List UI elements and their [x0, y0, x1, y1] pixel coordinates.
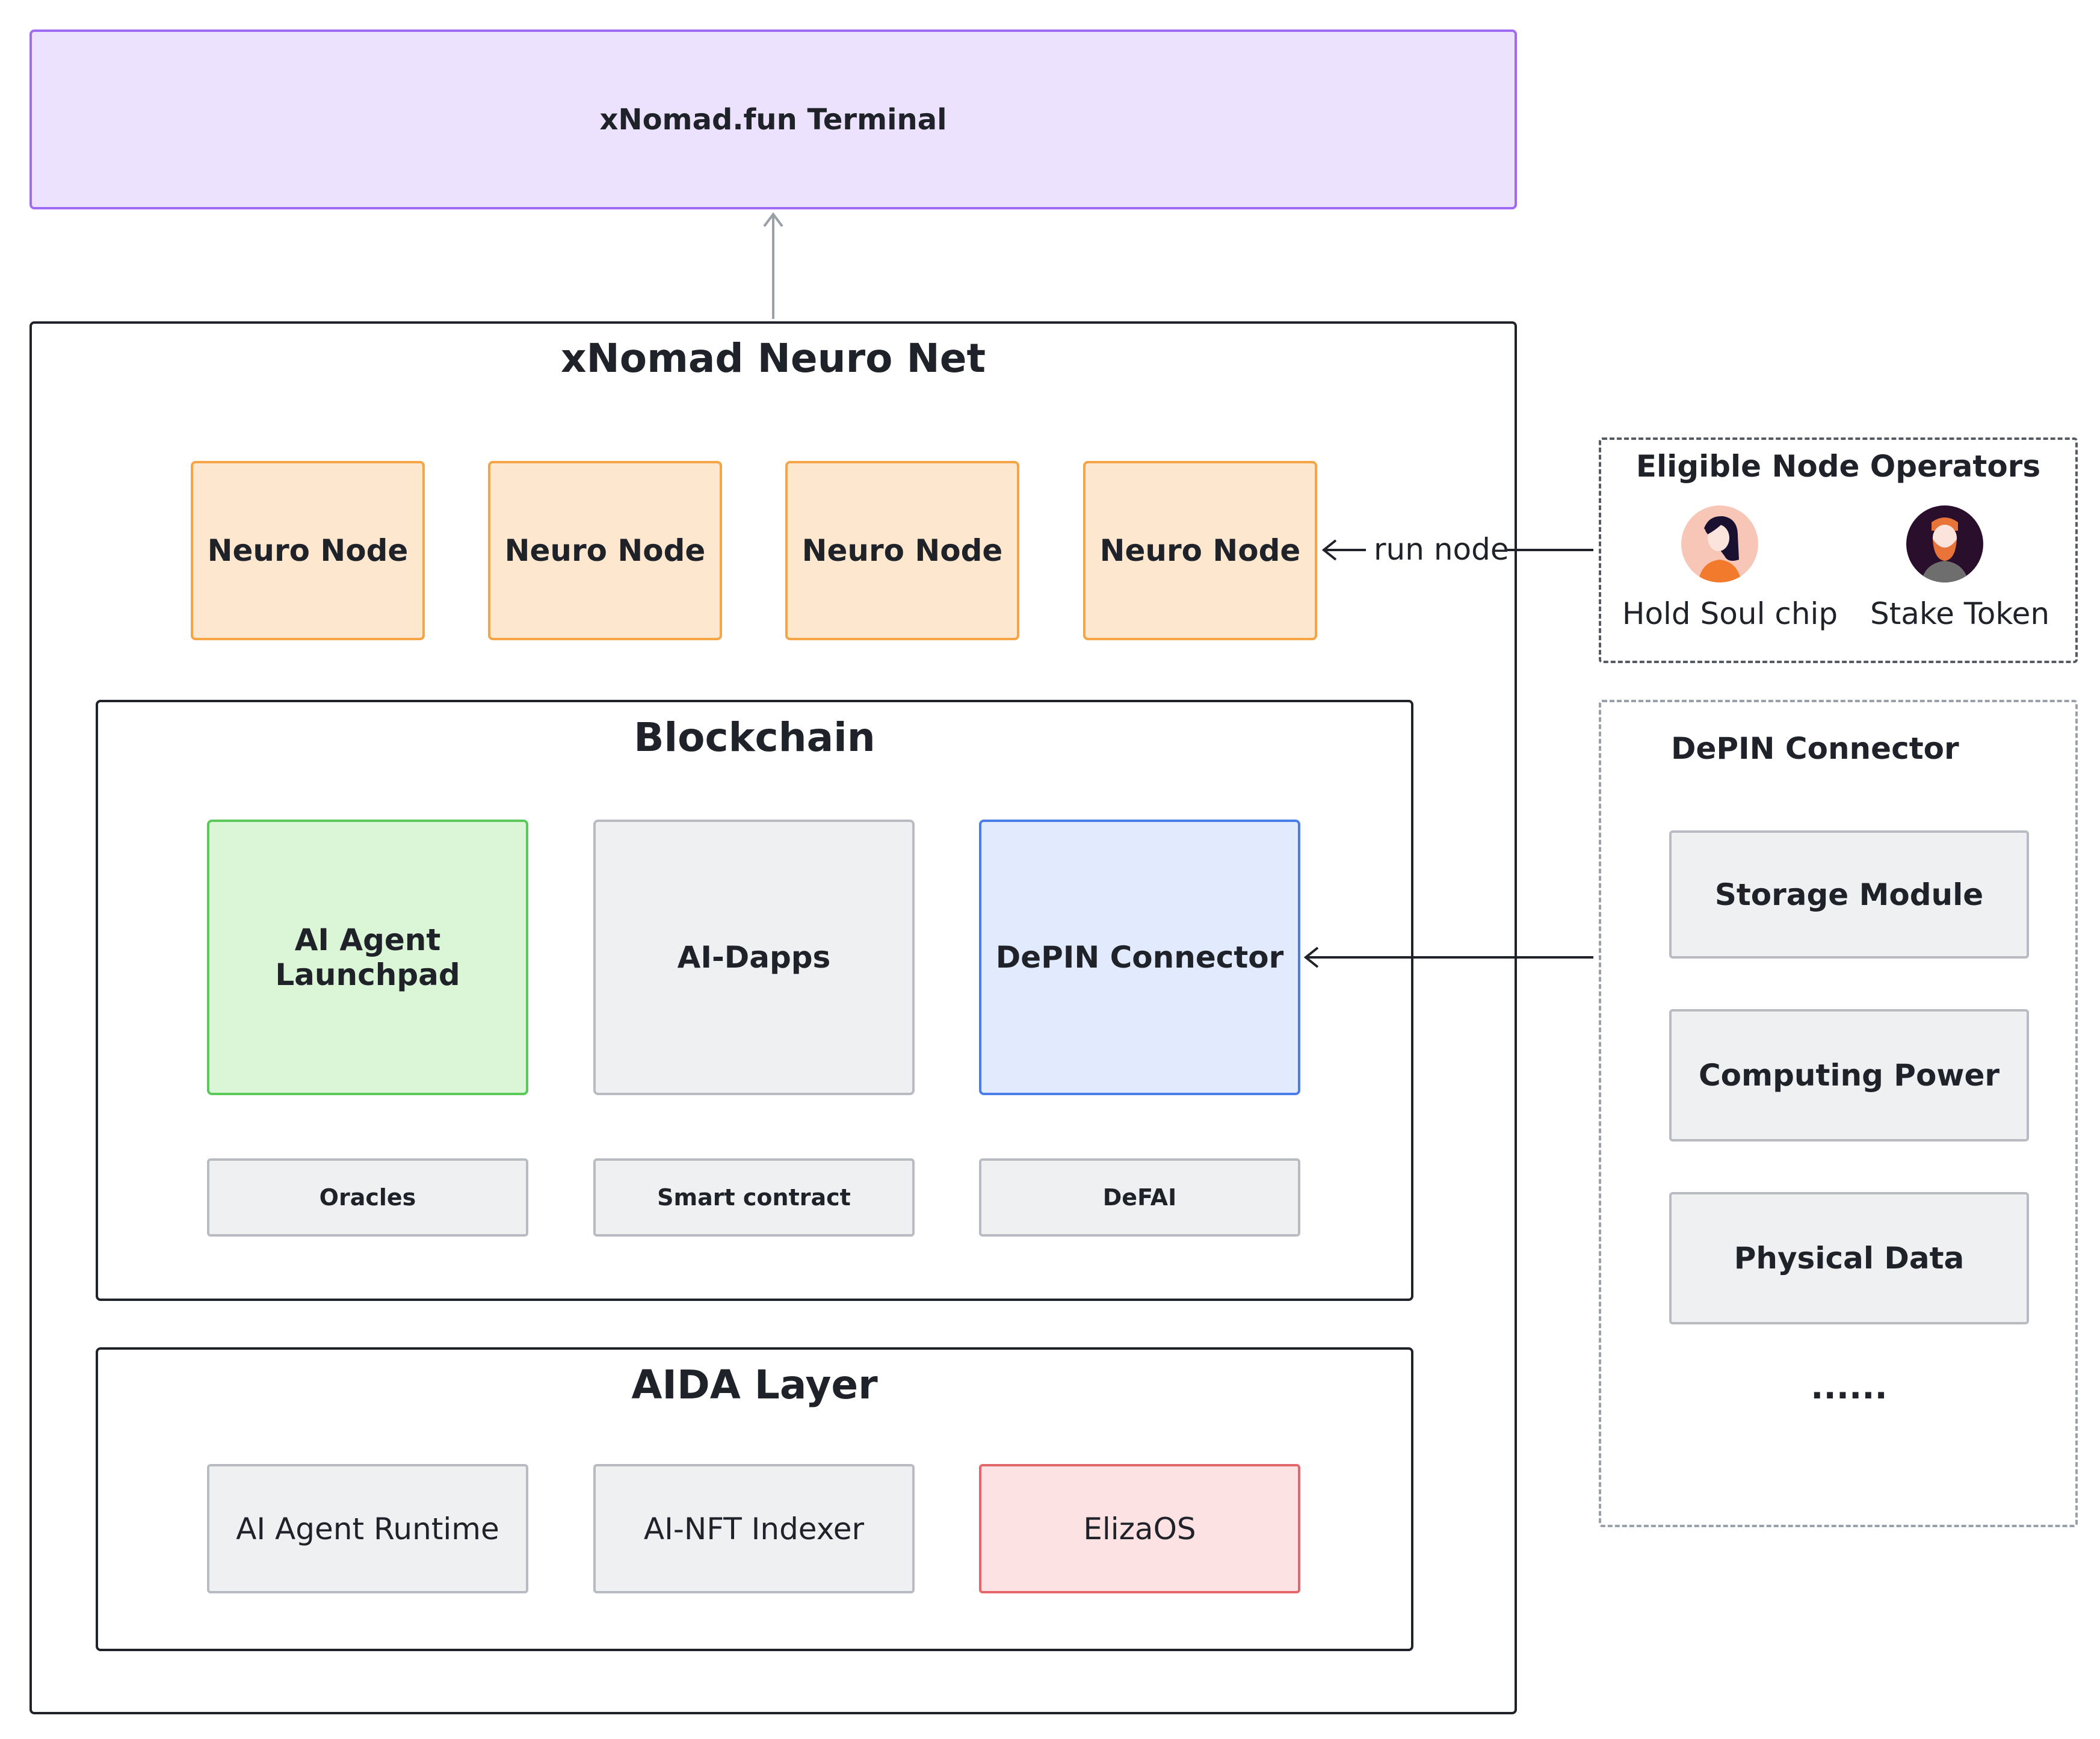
defai-card: DeFAI	[979, 1158, 1300, 1237]
woman-avatar-icon	[1681, 505, 1758, 582]
terminal-box: xNomad.fun Terminal	[29, 29, 1517, 209]
run-node-label: run node	[1374, 532, 1509, 567]
oracles-card: Oracles	[207, 1158, 528, 1237]
neuro-net-title: xNomad Neuro Net	[560, 335, 986, 381]
computing-power-card: Computing Power	[1669, 1009, 2029, 1141]
physical-data-card: Physical Data	[1669, 1192, 2029, 1324]
elizaos-card: ElizaOS	[979, 1464, 1300, 1593]
depin-connector-card: DePIN Connector	[979, 820, 1300, 1095]
smart-contract-card: Smart contract	[593, 1158, 915, 1237]
neuro-node-2: Neuro Node	[488, 461, 722, 640]
aida-layer-section	[96, 1347, 1413, 1651]
eligible-operators-box	[1599, 437, 2078, 663]
terminal-title: xNomad.fun Terminal	[599, 102, 947, 137]
stake-token-label: Stake Token	[1870, 596, 2050, 631]
depin-connector-arrowhead	[1303, 947, 1319, 968]
bearded-man-avatar-icon	[1906, 505, 1983, 582]
neuro-net-container	[29, 321, 1517, 1714]
blockchain-section	[96, 700, 1413, 1301]
depin-more-ellipsis: ......	[1811, 1367, 1888, 1407]
ai-agent-runtime-card: AI Agent Runtime	[207, 1464, 528, 1593]
aida-layer-title: AIDA Layer	[631, 1361, 878, 1408]
blockchain-title: Blockchain	[634, 714, 876, 761]
net-to-terminal-arrowhead	[763, 212, 783, 227]
ai-dapps-card: AI-Dapps	[593, 820, 915, 1095]
run-node-arrowhead	[1321, 539, 1337, 561]
ai-nft-indexer-card: AI-NFT Indexer	[593, 1464, 915, 1593]
depin-connector-panel	[1599, 700, 2078, 1527]
hold-soul-chip-label: Hold Soul chip	[1622, 596, 1838, 631]
neuro-node-4: Neuro Node	[1083, 461, 1317, 640]
ai-agent-launchpad-card: AI Agent Launchpad	[207, 820, 528, 1095]
eligible-operators-title: Eligible Node Operators	[1635, 449, 2041, 484]
depin-panel-title: DePIN Connector	[1671, 731, 1959, 766]
neuro-node-3: Neuro Node	[785, 461, 1019, 640]
neuro-node-1: Neuro Node	[191, 461, 425, 640]
storage-module-card: Storage Module	[1669, 830, 2029, 959]
